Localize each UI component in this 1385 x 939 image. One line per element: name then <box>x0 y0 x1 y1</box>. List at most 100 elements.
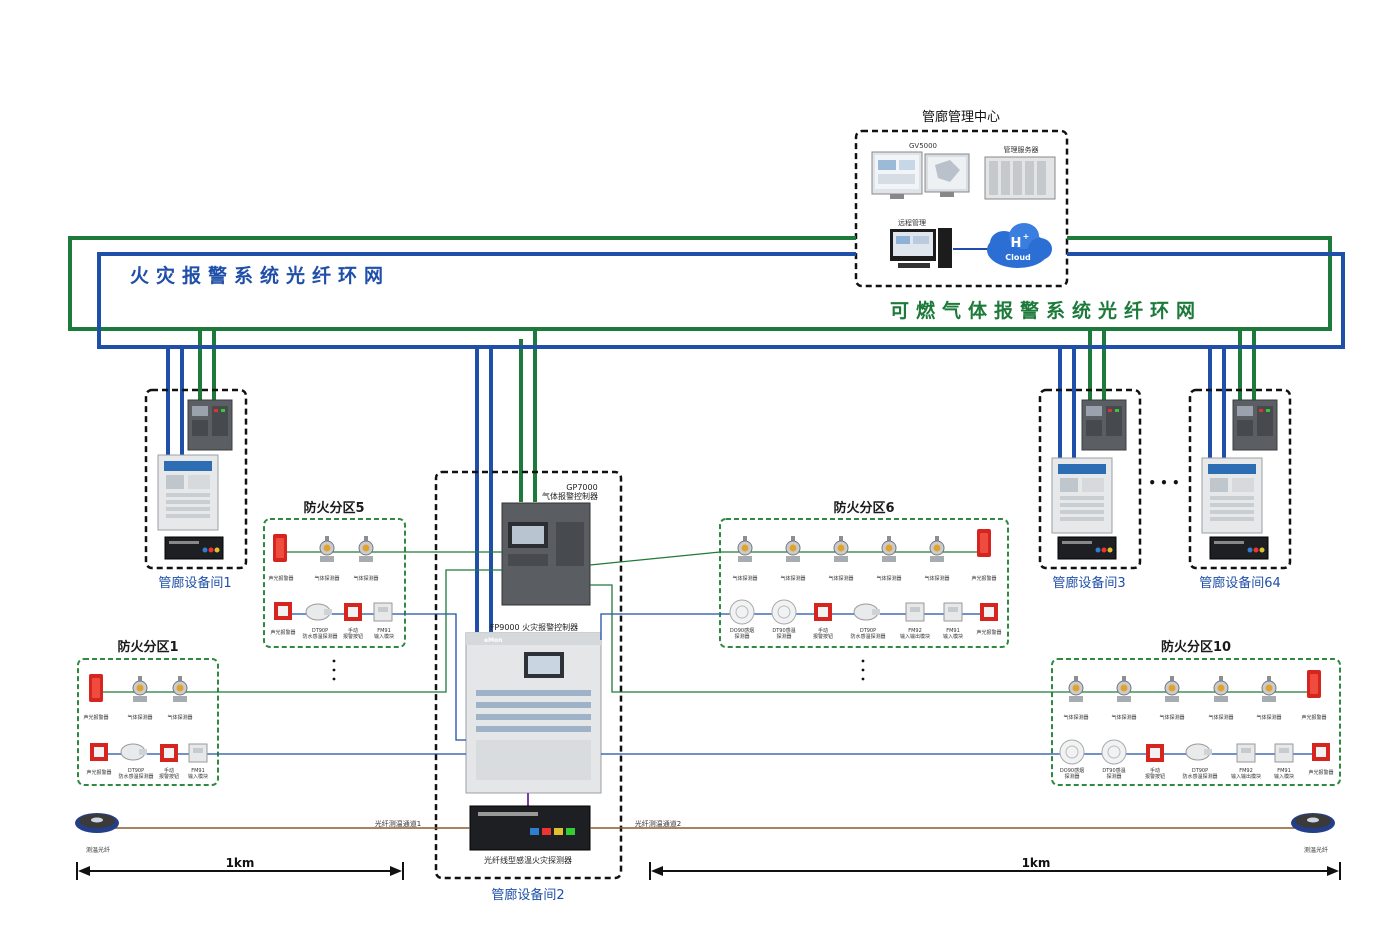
z6-gas-2-label: 气体探测器 <box>780 575 805 582</box>
z1-dt90p <box>120 743 148 761</box>
z1-fm91-desc: 输入模块 <box>188 773 208 780</box>
zone1-title: 防火分区1 <box>117 639 178 655</box>
gas-ring-label: 可燃气体报警系统光纤环网 <box>890 299 1202 322</box>
room3-linear-detector <box>1057 536 1117 560</box>
room1-fire-panel <box>157 454 219 531</box>
z6-sounder-2-label: 声光报警器 <box>976 629 1001 636</box>
z5-dt90p-model: DT90P <box>312 628 328 634</box>
room3-fire-panel <box>1051 457 1113 534</box>
z5-fm91-model: FM91 <box>377 628 391 634</box>
distance-left <box>76 862 404 880</box>
linear-heat-detector <box>469 805 591 851</box>
room64-fire-panel <box>1201 457 1263 534</box>
z6-dt90-model: DT90感温 <box>772 627 795 634</box>
z1-gas-detector-2 <box>172 675 188 703</box>
z5-manual-button <box>344 603 362 621</box>
z6-gas-detector-1 <box>737 535 753 563</box>
room2-box <box>434 470 623 880</box>
z5-fm91 <box>373 602 393 622</box>
server-label: 管理服务器 <box>1004 145 1039 154</box>
z6-gas-detector-5 <box>929 535 945 563</box>
z6-dt90p-desc: 防水感温探测器 <box>850 633 885 640</box>
z6-gas-detector-4 <box>881 535 897 563</box>
z1-dt90p-model: DT90P <box>128 768 144 774</box>
z1-gas-detector-1 <box>132 675 148 703</box>
z6-manual-desc: 报警按钮 <box>813 633 833 640</box>
z10-fm91-desc: 输入模块 <box>1274 773 1294 780</box>
z6-fm92-model: FM92 <box>908 628 922 634</box>
z10-fm92-model: FM92 <box>1239 768 1253 774</box>
z6-sounder-1 <box>977 529 991 557</box>
z10-manual-desc: 报警按钮 <box>1145 773 1165 780</box>
zone10-box <box>1051 658 1341 786</box>
zone5-box <box>263 518 406 648</box>
z1-manual-label: 手动 <box>164 767 174 774</box>
z6-gas-detector-2 <box>785 535 801 563</box>
cloud-plus: + <box>1023 232 1030 241</box>
z10-gas-5-label: 气体探测器 <box>1256 714 1281 721</box>
center-box <box>854 129 1069 288</box>
center-title: 管廊管理中心 <box>922 109 1000 125</box>
z10-fm91 <box>1274 743 1294 763</box>
room3-box <box>1038 388 1142 570</box>
z5-sounder-2 <box>274 602 292 620</box>
z6-fm91-desc: 输入模块 <box>943 633 963 640</box>
z5-sounder-1 <box>273 534 287 562</box>
gas-ring <box>68 236 1332 502</box>
z6-fm91 <box>943 602 963 622</box>
z1-manual-button <box>160 744 178 762</box>
fiber-reel-left <box>75 813 119 833</box>
z5-sounder-2-label: 声光报警器 <box>270 629 295 636</box>
z10-sounder-1-label: 声光报警器 <box>1301 714 1326 721</box>
gp-model: GP7000 <box>566 483 597 492</box>
z10-gas-detector-4 <box>1213 675 1229 703</box>
z10-manual-label: 手动 <box>1150 767 1160 774</box>
z6-do90-desc: 探测器 <box>734 633 749 640</box>
z6-manual-button <box>814 603 832 621</box>
z5-dt90p <box>305 603 333 621</box>
room3-gas-panel <box>1081 399 1127 451</box>
cloud-h: H <box>1011 236 1022 251</box>
distance-left-label: 1km <box>226 856 255 870</box>
z10-sounder-2 <box>1312 743 1330 761</box>
z6-fm91-model: FM91 <box>946 628 960 634</box>
fp-name: FP9000 火灾报警控制器 <box>490 622 578 632</box>
z5-gas-detector-2 <box>358 535 374 563</box>
z6-manual-label: 手动 <box>818 627 828 634</box>
zone6-box <box>719 518 1009 648</box>
z10-do90-desc: 探测器 <box>1064 773 1079 780</box>
cloud-label: Cloud <box>1005 253 1031 262</box>
fiber-reel-right <box>1291 813 1335 833</box>
zone10-title: 防火分区10 <box>1161 639 1231 655</box>
fire-ring-label: 火灾报警系统光纤环网 <box>130 264 390 287</box>
zone6-title: 防火分区6 <box>833 500 894 516</box>
z10-do90 <box>1059 739 1085 765</box>
z5-sounder-1-label: 声光报警器 <box>268 575 293 582</box>
room64-gas-panel <box>1232 399 1278 451</box>
z10-fm91-model: FM91 <box>1277 768 1291 774</box>
z6-fm92-desc: 输入输出模块 <box>900 633 930 640</box>
z5-dt90p-desc: 防水感温探测器 <box>302 633 337 640</box>
room64-linear-detector <box>1209 536 1269 560</box>
z10-do90-model: DO90感烟 <box>1060 767 1084 774</box>
z6-gas-3-label: 气体探测器 <box>828 575 853 582</box>
room64-label: 管廊设备间64 <box>1199 575 1281 591</box>
z10-manual-button <box>1146 744 1164 762</box>
z6-dt90p-model: DT90P <box>860 628 876 634</box>
z10-dt90 <box>1101 739 1127 765</box>
z1-dt90p-desc: 防水感温探测器 <box>118 773 153 780</box>
fire-ring <box>97 252 1345 632</box>
z1-manual-desc: 报警按钮 <box>159 773 179 780</box>
z1-gas-2-label: 气体探测器 <box>167 714 192 721</box>
room64-box <box>1188 388 1292 570</box>
z6-sounder-1-label: 声光报警器 <box>971 575 996 582</box>
z5-gas-2-label: 气体探测器 <box>353 575 378 582</box>
gv5000-monitors <box>871 151 970 199</box>
z5-manual-label: 手动 <box>348 627 358 634</box>
cloud-icon <box>987 223 1052 268</box>
z10-fm92-desc: 输入输出模块 <box>1231 773 1261 780</box>
z10-dt90p <box>1185 743 1213 761</box>
fiber-ch1-label: 光纤测温通道1 <box>375 819 421 828</box>
gp7000-controller <box>501 502 591 606</box>
